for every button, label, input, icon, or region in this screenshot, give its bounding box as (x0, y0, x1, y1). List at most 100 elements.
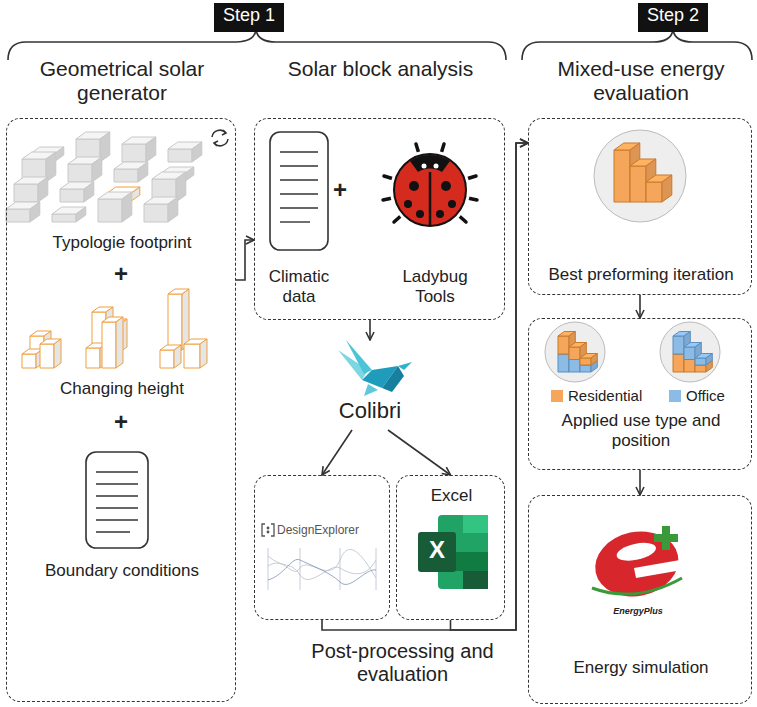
block-face (60, 189, 84, 202)
block-face (38, 177, 48, 202)
excel-logo (418, 515, 488, 589)
refresh-icon (212, 130, 228, 146)
flow-arrow (639, 295, 641, 318)
step-band: Step 2 (638, 3, 708, 32)
block-face (102, 322, 116, 368)
node-text: Applied use type and position (539, 411, 743, 450)
block-face (168, 294, 182, 350)
block-face (673, 354, 684, 372)
panel-heading: Geometrical solar generator (7, 57, 237, 105)
flow-arrow (639, 470, 641, 495)
node-text: Step 1 (214, 5, 284, 26)
block-face (591, 354, 597, 366)
context-circle (660, 322, 720, 382)
tool-logo: Colibri (322, 340, 418, 430)
energyplus-logo (589, 524, 684, 604)
block-face (84, 182, 94, 202)
group-caption: Post-processing and evaluation (290, 640, 515, 686)
legend-item: Office (669, 387, 725, 404)
node-text: DesignExplorer (277, 524, 387, 538)
block-face (184, 344, 200, 368)
block-face (98, 199, 122, 222)
step-bracket (8, 30, 506, 60)
block-face (54, 339, 61, 368)
logo-caption: EnergyPlus (606, 606, 670, 616)
block-face (580, 358, 591, 365)
panel-heading: Solar block analysis (255, 57, 506, 81)
block-face (558, 354, 569, 372)
node-text: Changing height (7, 379, 237, 399)
block-face (662, 175, 672, 202)
icon-letter: X (418, 536, 456, 564)
block-face (200, 339, 207, 368)
ladybug-logo (383, 144, 477, 230)
block-face (684, 360, 695, 373)
block-face (684, 347, 695, 360)
legend-swatch (551, 390, 563, 402)
tool-box: Excel (396, 475, 505, 620)
block-face (168, 149, 192, 162)
plus-sign: + (330, 176, 350, 204)
plus-sign: + (111, 260, 131, 288)
block-face (40, 344, 54, 368)
block-face (146, 137, 156, 162)
block-face (168, 197, 178, 222)
block-face (192, 142, 202, 162)
block-face (144, 204, 168, 222)
block-face (116, 317, 123, 368)
process-box: Solar block analysisClimatic dataLadybug… (254, 118, 505, 320)
block-face (695, 365, 706, 372)
block-face (569, 360, 580, 373)
block-face (76, 207, 86, 222)
block-face (630, 166, 646, 202)
flow-arrow (322, 430, 352, 475)
flow-arrow (322, 143, 528, 630)
plus-sign: + (111, 408, 131, 436)
block-face (706, 354, 712, 366)
document-icon (270, 132, 328, 250)
flow-arrow (236, 240, 254, 280)
block-face (122, 144, 146, 162)
flow-arrow (369, 320, 371, 340)
block-face (30, 202, 40, 222)
node-text: Typologie footprint (7, 233, 237, 253)
legend-text: Office (686, 387, 725, 404)
node-text: Excel (397, 486, 506, 506)
context-circle (545, 322, 605, 382)
block-face (122, 192, 132, 222)
block-face (14, 184, 38, 202)
block-face (52, 214, 76, 222)
node-text: Energy simulation (529, 658, 753, 678)
process-box: Mixed-use energy evaluationBest preformi… (528, 118, 752, 295)
block-face (22, 354, 36, 368)
block-face (580, 365, 591, 372)
block-face (6, 209, 30, 222)
node-text: Boundary conditions (7, 561, 237, 581)
node-text: Climatic data (259, 267, 339, 306)
block-face (569, 347, 580, 360)
flow-arrow (451, 143, 529, 630)
block-face (114, 169, 138, 182)
node-text: Colibri (322, 398, 418, 423)
block-face (558, 336, 569, 354)
block-face (695, 358, 706, 365)
block-face (160, 350, 174, 368)
document-icon (86, 452, 148, 548)
block-face (673, 336, 684, 354)
process-box: Energy simulation (528, 495, 752, 704)
node-text: Step 2 (638, 5, 708, 26)
building-blocks (558, 143, 712, 372)
block-face (174, 345, 181, 368)
node-text: Best preforming iteration (529, 265, 753, 285)
panel-heading: Mixed-use energy evaluation (529, 57, 753, 105)
parallel-chart (268, 548, 376, 590)
designexplorer-logo (262, 524, 274, 536)
legend-text: Residential (568, 387, 642, 404)
block-face (92, 157, 102, 182)
context-circle (594, 130, 686, 222)
step-band: Step 1 (214, 3, 284, 32)
legend-item: Residential (551, 387, 642, 404)
process-box: Applied use type and position Residential… (528, 318, 752, 470)
